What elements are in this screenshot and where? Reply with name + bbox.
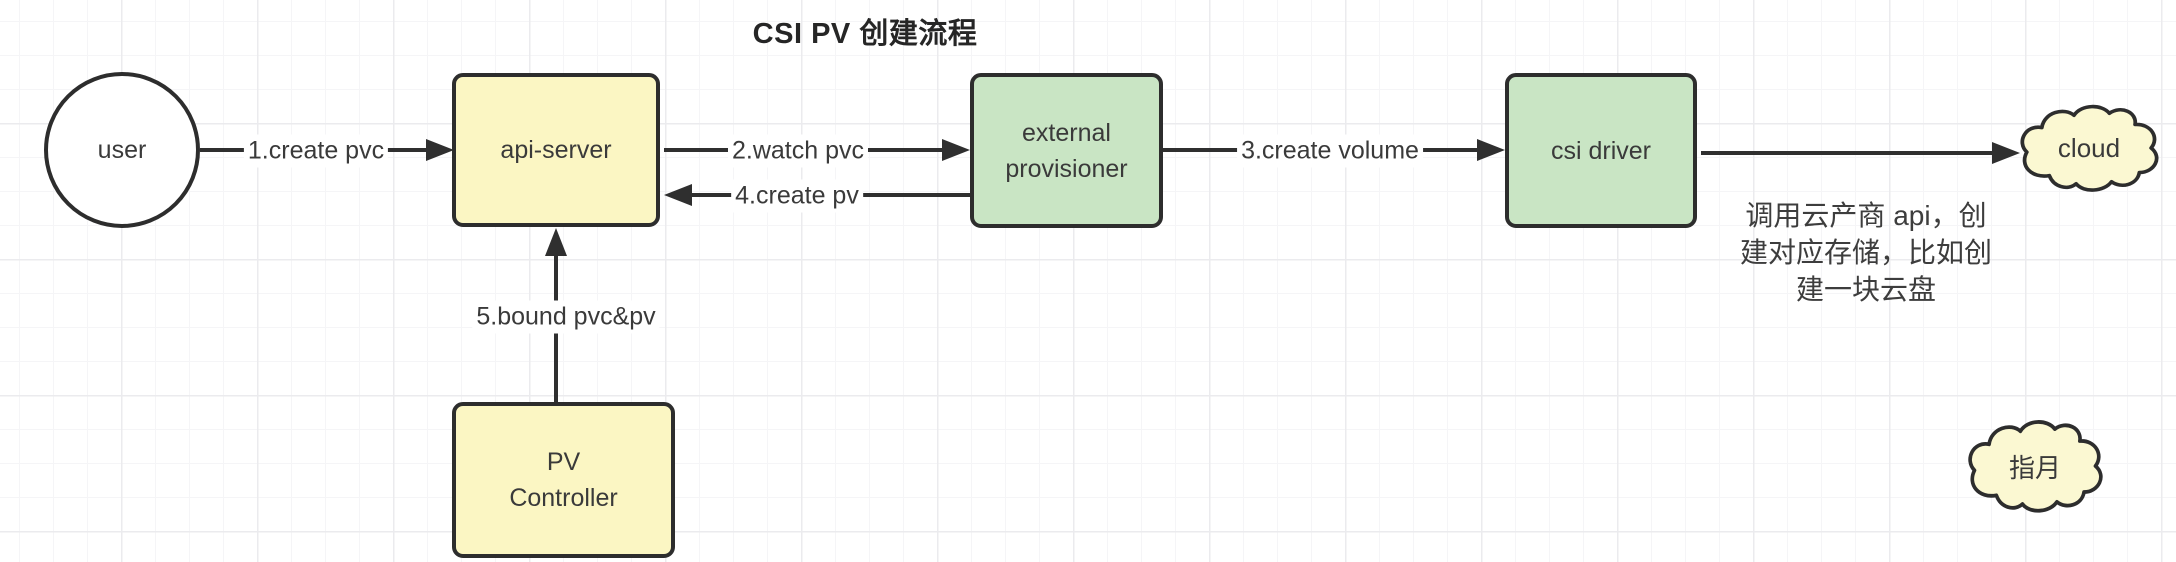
- arrowhead-right-icon: [1477, 139, 1505, 161]
- edge-watch-pvc-label: 2.watch pvc: [727, 134, 869, 168]
- node-external-provisioner-label: external provisioner: [1005, 118, 1128, 183]
- annotation-line: 建对应存储，比如创: [1739, 237, 1992, 268]
- node-user-label: user: [97, 136, 147, 164]
- node-watermark-label: 指月: [2008, 452, 2061, 483]
- edge-create-pvc-label: 1.create pvc: [243, 134, 389, 168]
- arrowhead-right-icon: [1992, 142, 2020, 164]
- edge-bound-pvc-pv-label: 5.bound pvc&pv: [472, 300, 660, 334]
- node-api-server: api-server: [452, 73, 660, 227]
- arrowhead-right-icon: [426, 139, 454, 161]
- node-user: user: [44, 72, 200, 228]
- node-csi-driver: csi driver: [1505, 73, 1697, 228]
- csi-driver-annotation: 调用云产商 api，创 建对应存储，比如创 建一块云盘: [1710, 197, 2022, 308]
- annotation-line: 建一块云盘: [1795, 274, 1936, 305]
- diagram-title: CSI PV 创建流程: [752, 18, 978, 50]
- cloud-shape-icon: [1968, 420, 2103, 513]
- node-api-server-label: api-server: [500, 136, 612, 164]
- node-pv-controller: PV Controller: [452, 402, 675, 558]
- node-cloud: cloud: [2014, 101, 2164, 195]
- node-cloud-label: cloud: [2057, 132, 2121, 163]
- annotation-line: 调用云产商 api，创: [1745, 200, 1987, 231]
- arrowhead-right-icon: [942, 139, 970, 161]
- edge-csi-to-cloud-line: [1701, 151, 1994, 155]
- node-watermark: 指月: [1962, 416, 2108, 516]
- arrowhead-left-icon: [664, 184, 692, 206]
- node-external-provisioner: external provisioner: [970, 73, 1163, 228]
- edge-create-volume-label: 3.create volume: [1237, 134, 1423, 168]
- node-csi-driver-label: csi driver: [1550, 136, 1651, 165]
- edge-create-pv-label: 4.create pv: [731, 179, 863, 213]
- arrowhead-up-icon: [545, 228, 567, 256]
- cloud-shape-icon: [2020, 104, 2159, 192]
- node-pv-controller-label: PV Controller: [509, 448, 618, 512]
